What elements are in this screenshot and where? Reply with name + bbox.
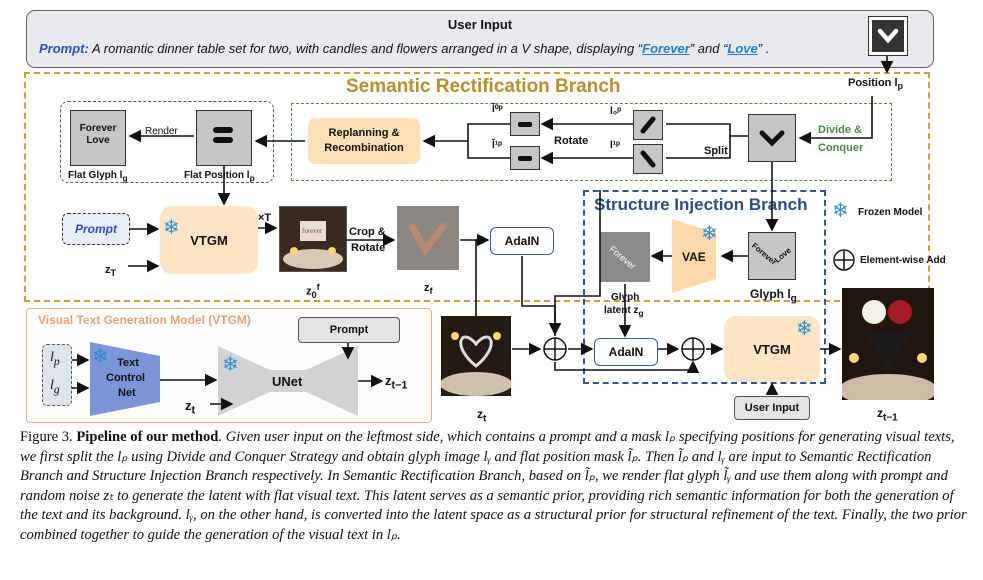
vtgm-zt1-label: zt−1: [385, 373, 408, 392]
flat-split-1: [510, 146, 540, 170]
position-label: Position lp: [848, 77, 904, 92]
legend-frozen-label: Frozen Model: [858, 207, 923, 218]
render-region: [60, 101, 274, 183]
caption-figure-number: Figure 3.: [20, 429, 73, 445]
tcn-label-1: Text: [117, 357, 139, 369]
svg-text:Love: Love: [773, 245, 794, 264]
render-label: Render: [145, 126, 178, 137]
flat-position-label: Flat Position lp: [184, 170, 255, 183]
frozen-icon: ❄: [701, 223, 718, 245]
vtgm-prompt-box: Prompt: [298, 317, 400, 343]
add-node-1: [543, 337, 567, 361]
rotate-label: Rotate: [554, 135, 589, 147]
split-label: Split: [704, 145, 728, 157]
times-t-label: ×T: [258, 212, 272, 224]
label-l1-tilde: l̃¹ᵖ: [492, 140, 503, 151]
zf-image: [397, 206, 459, 270]
conquer-label: Conquer: [818, 142, 864, 154]
add-node-2: [681, 337, 705, 361]
zt-main-label: zt: [477, 407, 487, 425]
glyph-latent-label-1: Glyph: [611, 292, 640, 303]
legend-add-label: Element-wise Add: [860, 255, 946, 266]
lg-input-label: lg: [50, 378, 60, 396]
main-vtgm-block: VTGM: [724, 316, 820, 382]
output-zt1-label: zt−1: [877, 406, 898, 424]
figure-caption: Figure 3. Pipeline of our method. Given …: [20, 428, 968, 546]
caption-bold-title: Pipeline of our method: [76, 429, 219, 445]
user-prompt: Prompt: A romantic dinner table set for …: [39, 41, 769, 56]
vtgm-zt-label: zt: [185, 398, 196, 417]
frozen-icon: ❄: [163, 217, 180, 239]
prompt-mid: ” and “: [689, 41, 728, 56]
frozen-icon: ❄: [222, 354, 239, 376]
glyph-latent-label-2: latent zg: [604, 305, 644, 318]
divide-conquer-region: [291, 103, 892, 181]
srb-prompt-box: Prompt: [62, 213, 130, 245]
vae-shape: VAE: [672, 219, 716, 293]
zt-image: [441, 316, 511, 396]
lp-input-label: lp: [50, 350, 60, 368]
srb-vtgm-block: VTGM: [160, 206, 258, 274]
glyph-latent-image: Forever: [600, 232, 650, 282]
glyph-label: Glyph lg: [750, 287, 797, 305]
replanning-recombination-box: Replanning & Recombination: [308, 118, 420, 164]
zf-label: zf: [424, 282, 433, 297]
flat-split-0: [510, 112, 540, 136]
srb-adain-box: AdaIN: [490, 227, 554, 255]
split-1: [633, 144, 663, 174]
srb-title: Semantic Rectification Branch: [346, 76, 621, 97]
frozen-icon: ❄: [796, 318, 813, 340]
element-add-icon: [833, 249, 855, 271]
tcn-label-3: Net: [118, 387, 136, 399]
prompt-text: A romantic dinner table set for two, wit…: [91, 41, 643, 56]
crop-label: Crop &: [349, 226, 386, 238]
svg-text:Forever: Forever: [750, 241, 778, 267]
position-mask-image: [868, 16, 908, 56]
word-forever: Forever: [642, 41, 690, 56]
sib-title: Structure Injection Branch: [594, 195, 808, 214]
prompt-label: Prompt:: [39, 41, 89, 56]
word-love: Love: [727, 41, 758, 56]
sib-adain-box: AdaIN: [594, 338, 658, 366]
main-user-input-box: User Input: [734, 396, 810, 420]
label-l0-tilde: l̃⁰ᵖ: [492, 104, 503, 115]
flat-glyph-label: Flat Glyph lg: [68, 170, 128, 183]
divide-label: Divide &: [818, 124, 863, 136]
zT-label: zT: [105, 264, 117, 279]
z0f-image: forever: [279, 206, 347, 272]
flat-position-image: [196, 110, 252, 166]
svg-text:UNet: UNet: [272, 374, 303, 389]
user-input-title: User Input: [447, 17, 513, 32]
tcn-label-2: Control: [106, 372, 146, 384]
user-input-panel: User Input Prompt: A romantic dinner tab…: [26, 10, 934, 68]
label-l0: l₀ᵖ: [610, 106, 622, 117]
label-l1: l¹ᵖ: [610, 140, 621, 151]
svg-text:forever: forever: [302, 227, 323, 235]
z0f-label: z0f: [306, 282, 320, 300]
legend-frozen-icon: ❄: [832, 200, 849, 222]
text-control-net-shape: [90, 342, 160, 416]
unet-shape: UNet: [218, 346, 358, 416]
output-image: [842, 288, 934, 400]
frozen-icon: ❄: [92, 346, 109, 368]
caption-text: . Given user input on the leftmost side,…: [20, 429, 967, 543]
rotate2-label: Rotate: [351, 242, 386, 254]
lp-lg-inputs: [42, 344, 72, 406]
svg-text:VAE: VAE: [682, 250, 706, 264]
position-split-image: [748, 114, 796, 162]
prompt-end: ” .: [757, 41, 770, 56]
vtgm-model-title: Visual Text Generation Model (VTGM): [38, 313, 251, 327]
split-0: [633, 110, 663, 140]
